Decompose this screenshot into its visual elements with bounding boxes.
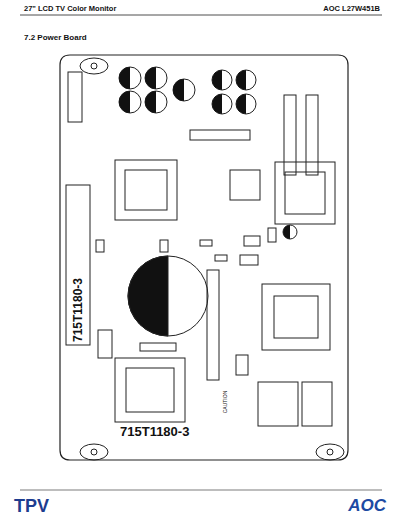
capacitor-polarity	[119, 67, 130, 89]
header-rule	[20, 15, 382, 16]
capacitor	[283, 225, 297, 239]
capacitor	[145, 91, 167, 113]
capacitor	[145, 67, 167, 89]
mount-tabs	[80, 58, 344, 460]
heatsink	[207, 270, 219, 380]
capacitor-polarity	[119, 91, 130, 113]
capacitor	[212, 70, 232, 90]
capacitor	[236, 70, 256, 90]
brand-logo: AOC	[348, 496, 386, 516]
capacitor	[236, 94, 256, 114]
resistor	[140, 343, 176, 351]
transformer	[115, 160, 335, 426]
bulk-capacitor	[128, 256, 208, 336]
capacitor	[119, 67, 141, 89]
section-title: 7.2 Power Board	[24, 33, 87, 42]
capacitor	[212, 94, 232, 114]
header-text: 27" LCD TV Color Monitor	[24, 4, 116, 13]
capacitor-polarity	[145, 67, 156, 89]
board-number: 715T1180-3	[120, 424, 189, 439]
capacitor-polarity	[145, 91, 156, 113]
capacitor-polarity	[236, 70, 246, 90]
capacitor-polarity	[212, 70, 222, 90]
heatsink	[66, 185, 90, 345]
capacitor-polarity	[236, 94, 246, 114]
capacitor-polarity	[212, 94, 222, 114]
caution-note: CAUTION	[222, 391, 228, 414]
board-outline	[60, 55, 348, 460]
bridge	[98, 330, 112, 358]
brand-logo: TPV	[14, 496, 49, 517]
header-text: AOC L27W451B	[323, 4, 380, 13]
choke	[230, 170, 260, 200]
capacitor-polarity	[283, 225, 290, 239]
capacitor-polarity	[128, 256, 168, 336]
connector	[68, 72, 82, 122]
connector	[284, 95, 296, 175]
connector	[306, 95, 318, 175]
capacitor	[119, 91, 141, 113]
footer-rule	[20, 490, 382, 491]
capacitor-polarity	[173, 79, 184, 101]
board-number: 715T1180-3	[71, 278, 85, 342]
capacitor	[173, 79, 195, 101]
capacitor-row	[119, 67, 297, 239]
ic	[244, 236, 260, 246]
